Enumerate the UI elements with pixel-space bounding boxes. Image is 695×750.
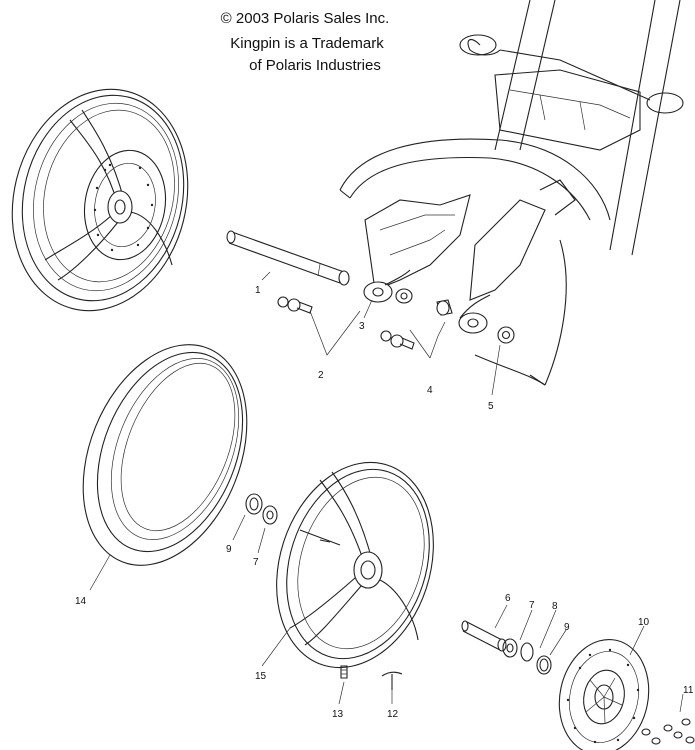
- callout-9-right: 9: [564, 622, 570, 633]
- callout-11: 11: [683, 685, 694, 696]
- cotter-pin-part: [381, 671, 403, 690]
- callout-7-right: 7: [529, 600, 535, 611]
- spacer-part: [461, 620, 507, 652]
- leader-lines: [89, 271, 684, 713]
- seal-left: [245, 493, 263, 515]
- trademark-owner-line: of Polaris Industries: [249, 57, 381, 74]
- callout-13: 13: [332, 709, 344, 720]
- callout-3: 3: [359, 321, 365, 332]
- seal-right-outer: [536, 655, 552, 675]
- callout-4: 4: [427, 385, 433, 396]
- bearing-right: [502, 638, 518, 658]
- callout-14: 14: [75, 596, 87, 607]
- fork-and-fender-illustration: [339, 0, 684, 386]
- valve-stem-part: [340, 665, 348, 679]
- copyright-line: © 2003 Polaris Sales Inc.: [220, 10, 390, 27]
- callout-15: 15: [255, 671, 267, 682]
- callout-1: 1: [255, 285, 261, 296]
- cast-wheel-part: [276, 461, 434, 669]
- assembled-wheel-illustration: [11, 88, 189, 312]
- pinch-bolt-lower: [380, 330, 415, 350]
- callout-12: 12: [387, 709, 399, 720]
- pinch-bolt-upper: [277, 296, 313, 314]
- axle-part: [226, 230, 350, 286]
- bearing-left: [262, 505, 278, 525]
- callout-8: 8: [552, 601, 558, 612]
- axle-nut-part: [497, 326, 515, 344]
- callout-9-left: 9: [226, 544, 232, 555]
- trademark-line: Kingpin is a Trademark: [230, 35, 384, 52]
- tire-part: [82, 344, 248, 566]
- callout-2: 2: [318, 370, 324, 381]
- seal-right: [520, 642, 534, 662]
- callout-5: 5: [488, 401, 494, 412]
- callout-6: 6: [505, 593, 511, 604]
- rotor-bolts-part: [641, 718, 695, 745]
- callout-10: 10: [638, 617, 650, 628]
- brake-rotor-part: [558, 638, 650, 750]
- callout-7-left: 7: [253, 557, 259, 568]
